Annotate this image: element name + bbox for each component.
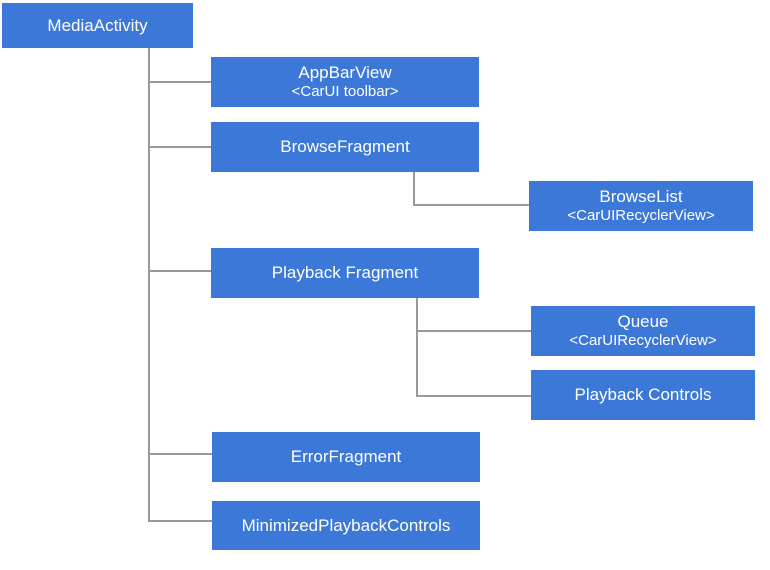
connector-branch-browsefragment xyxy=(148,146,211,148)
node-media-activity: MediaActivity xyxy=(2,3,193,48)
node-sublabel: <CarUIRecyclerView> xyxy=(567,207,715,225)
node-playback-fragment: Playback Fragment xyxy=(211,248,479,298)
node-sublabel: <CarUIRecyclerView> xyxy=(569,332,717,350)
connector-trunk-vertical xyxy=(148,48,150,522)
node-sublabel: <CarUI toolbar> xyxy=(291,83,399,101)
node-label: Queue xyxy=(617,312,669,331)
node-label: Playback Fragment xyxy=(271,263,419,283)
node-label: AppBarView xyxy=(298,63,392,82)
connector-branch-appbarview xyxy=(148,81,211,83)
node-app-bar-view: AppBarView <CarUI toolbar> xyxy=(211,57,479,107)
node-label: BrowseFragment xyxy=(280,137,410,157)
node-label: ErrorFragment xyxy=(290,447,402,467)
connector-playback-subtrunk-vertical xyxy=(416,298,418,397)
node-playback-controls: Playback Controls xyxy=(531,370,755,420)
node-label: BrowseList xyxy=(599,187,683,206)
connector-branch-playbackfragment xyxy=(148,270,211,272)
connector-branch-queue xyxy=(416,330,531,332)
connector-branch-minimizedplaybackcontrols xyxy=(148,520,212,522)
node-label: MediaActivity xyxy=(47,15,148,35)
connector-branch-playbackcontrols xyxy=(416,395,531,397)
node-browse-fragment: BrowseFragment xyxy=(211,122,479,172)
connector-browselist-horizontal xyxy=(413,204,529,206)
node-browse-list: BrowseList <CarUIRecyclerView> xyxy=(529,181,753,231)
node-minimized-playback-controls: MinimizedPlaybackControls xyxy=(212,501,480,550)
node-label: MinimizedPlaybackControls xyxy=(241,515,451,535)
node-error-fragment: ErrorFragment xyxy=(212,432,480,482)
node-label: Playback Controls xyxy=(574,385,712,405)
connector-branch-errorfragment xyxy=(148,453,212,455)
node-queue: Queue <CarUIRecyclerView> xyxy=(531,306,755,356)
connector-browselist-vertical xyxy=(413,172,415,206)
